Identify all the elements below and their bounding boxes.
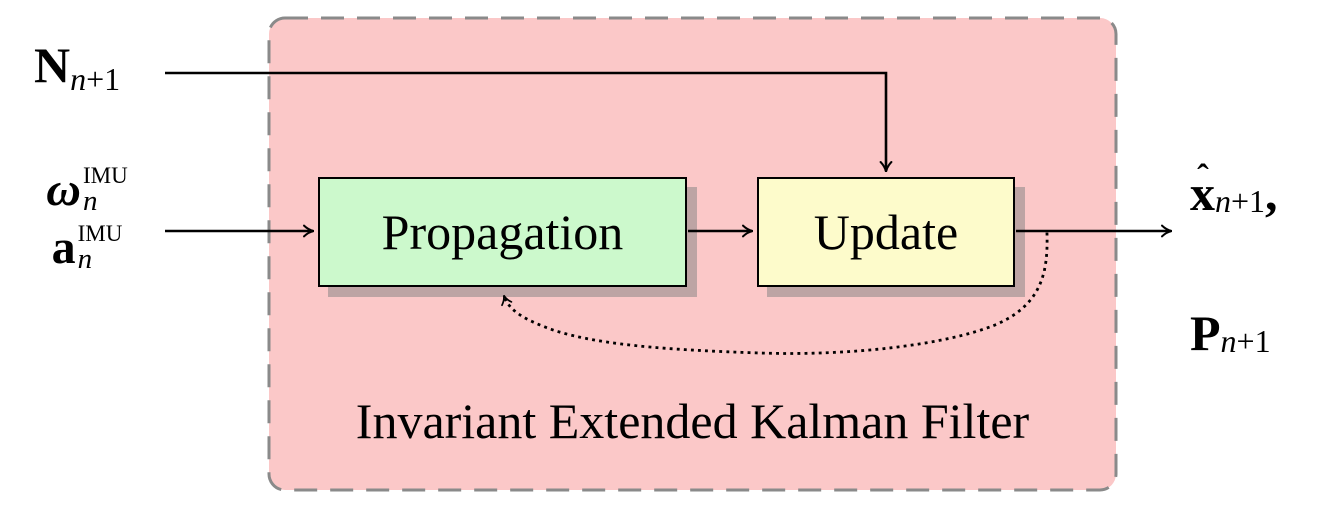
state-sub-rest: +1 [1231,182,1266,219]
noise-input-label: Nn+1 [34,37,120,95]
propagation-block: Propagation [318,177,687,287]
angular-velocity-sub: n [82,185,98,217]
noise-sub-var: n [70,61,87,98]
acceleration-sup: IMU [77,221,123,246]
angular-velocity-sup: IMU [82,163,128,188]
filter-title: Invariant Extended Kalman Filter [355,393,1030,449]
hat-accent: ˆ [1197,156,1209,196]
state-sub-var: n [1215,182,1231,219]
propagation-block-label: Propagation [381,204,624,260]
acceleration-sub: n [77,243,93,275]
update-block-label: Update [813,204,959,260]
noise-symbol: N [34,37,71,93]
acceleration-symbol: a [51,221,76,274]
covariance-sub-rest: +1 [1236,322,1271,359]
update-block: Update [757,177,1015,287]
covariance-symbol: P [1190,305,1221,361]
noise-to-update-arrow [165,71,893,173]
noise-sub-rest: +1 [86,61,121,98]
state-symbol: x [1190,165,1215,221]
state-suffix: , [1265,165,1278,221]
angular-velocity-symbol: ω [46,163,81,216]
covariance-sub-var: n [1220,322,1237,359]
